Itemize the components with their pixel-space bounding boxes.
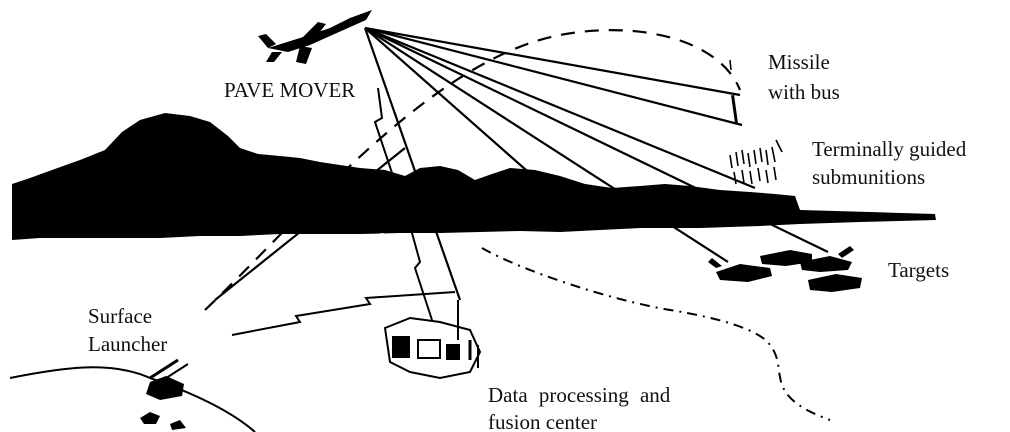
targets-icon (708, 246, 862, 292)
terrain-highlight (378, 233, 386, 241)
beam-to-submunitions (364, 26, 756, 190)
label-targets: Targets (888, 258, 950, 282)
label-missile-line1: Missile (768, 50, 830, 74)
label-launcher-line2: Launcher (88, 332, 168, 356)
label-submunitions-line1: Terminally guided (812, 137, 967, 161)
label-submunitions-line2: submunitions (812, 165, 926, 189)
radar-beams (214, 26, 829, 301)
label-data-center-line1: Data processing and (488, 383, 671, 407)
beam-to-ground-a (364, 27, 561, 201)
missile-trajectory (204, 29, 742, 311)
beam-to-ground-b (363, 27, 462, 301)
beam-to-missile-b (364, 26, 743, 127)
missile-icon (729, 59, 738, 124)
label-data-center-line2: fusion center (488, 410, 598, 432)
beam-to-launcher (214, 147, 406, 301)
aircraft-icon (258, 10, 372, 64)
beam-to-missile-a (364, 26, 741, 97)
ground-contour (9, 366, 256, 432)
submunitions-icon (729, 139, 783, 185)
data-link-zigzag (373, 87, 433, 321)
road-line (481, 247, 831, 421)
data-center-icon (383, 300, 482, 380)
launcher-icon (140, 358, 189, 430)
beam-to-targets-a (364, 27, 729, 263)
label-pave-mover: PAVE MOVER (224, 78, 356, 102)
terrain-silhouette (12, 113, 936, 240)
label-missile-line2: with bus (768, 80, 840, 104)
label-launcher-line1: Surface (88, 304, 153, 328)
beam-to-targets-b (364, 27, 829, 253)
launcher-link-zigzag (231, 291, 456, 336)
